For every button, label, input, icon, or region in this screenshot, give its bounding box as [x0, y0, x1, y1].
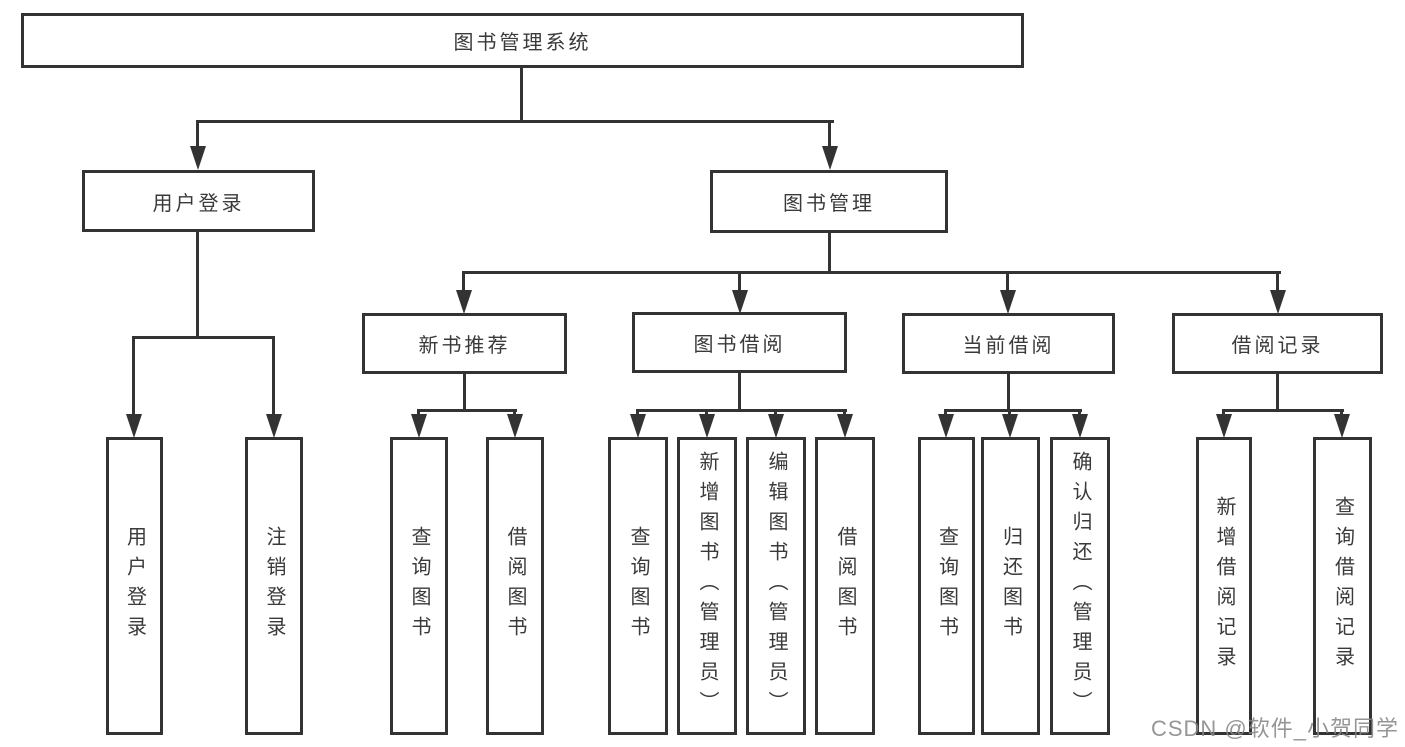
connector-line: [417, 409, 517, 412]
leaf-borrow-book: 借阅图书: [486, 437, 544, 735]
connector-line: [944, 409, 1082, 412]
group-borrow-records: 借阅记录: [1172, 313, 1383, 374]
leaf-label: 借阅图书: [834, 526, 856, 646]
leaf-label: 新增借阅记录: [1213, 496, 1235, 676]
leaf-label: 注销登录: [263, 526, 285, 646]
arrow-down-icon: [1216, 414, 1232, 438]
connector-line: [1276, 271, 1279, 291]
group-new-book-recommend-label: 新书推荐: [418, 335, 511, 357]
arrow-down-icon: [411, 414, 427, 438]
connector-line: [636, 409, 847, 412]
leaf-label: 编辑图书（管理员）: [765, 451, 787, 721]
node-root-label: 图书管理系统: [453, 32, 592, 54]
arrow-down-icon: [456, 290, 472, 314]
connector-line: [196, 120, 199, 150]
arrow-down-icon: [938, 414, 954, 438]
connector-line: [705, 409, 708, 417]
leaf-label: 确认归还（管理员）: [1069, 451, 1091, 721]
branch-user-login-label: 用户登录: [152, 192, 245, 215]
connector-line: [828, 120, 831, 150]
connector-line: [513, 409, 516, 417]
arrow-down-icon: [768, 414, 784, 438]
leaf-label: 查询图书: [408, 526, 430, 646]
branch-book-management-label: 图书管理: [783, 193, 875, 215]
connector-line: [1078, 409, 1081, 417]
arrow-down-icon: [1072, 414, 1088, 438]
connector-line: [1276, 374, 1279, 410]
arrow-down-icon: [732, 290, 748, 314]
leaf-logout: 注销登录: [245, 437, 303, 735]
arrow-down-icon: [126, 414, 142, 438]
connector-line: [197, 120, 834, 123]
connector-line: [1340, 409, 1343, 417]
arrow-down-icon: [1334, 414, 1350, 438]
group-current-borrow: 当前借阅: [902, 313, 1115, 374]
arrow-down-icon: [266, 414, 282, 438]
leaf-query-book: 查询图书: [608, 437, 668, 735]
arrow-down-icon: [190, 146, 206, 170]
arrow-down-icon: [699, 414, 715, 438]
leaf-add-borrow-record: 新增借阅记录: [1196, 437, 1252, 735]
connector-line: [1006, 271, 1009, 291]
connector-line: [738, 271, 741, 291]
leaf-query-book: 查询图书: [390, 437, 448, 735]
group-new-book-recommend: 新书推荐: [362, 313, 567, 374]
connector-line: [1222, 409, 1344, 412]
leaf-user-login: 用户登录: [106, 437, 163, 735]
connector-line: [843, 409, 846, 417]
leaf-label: 查询图书: [935, 526, 958, 646]
arrow-down-icon: [1270, 290, 1286, 314]
leaf-query-borrow-record: 查询借阅记录: [1313, 437, 1372, 735]
group-current-borrow-label: 当前借阅: [962, 335, 1055, 357]
connector-line: [417, 409, 420, 417]
connector-line: [196, 232, 199, 336]
node-root: 图书管理系统: [21, 13, 1024, 68]
connector-line: [738, 373, 741, 410]
arrow-down-icon: [822, 146, 838, 170]
connector-line: [828, 233, 831, 271]
connector-line: [463, 271, 1281, 274]
group-book-borrow: 图书借阅: [632, 312, 847, 373]
leaf-edit-book-admin: 编辑图书（管理员）: [746, 437, 806, 735]
connector-line: [133, 336, 275, 339]
csdn-watermark: CSDN @软件_小贺同学: [1150, 716, 1399, 741]
leaf-label: 查询图书: [627, 526, 649, 646]
leaf-add-book-admin: 新增图书（管理员）: [677, 437, 737, 735]
connector-line: [272, 336, 275, 416]
connector-line: [774, 409, 777, 417]
leaf-label: 查询借阅记录: [1331, 496, 1354, 676]
connector-line: [462, 271, 465, 291]
group-book-borrow-label: 图书借阅: [693, 334, 786, 356]
leaf-confirm-return-admin: 确认归还（管理员）: [1050, 437, 1110, 735]
group-borrow-records-label: 借阅记录: [1231, 335, 1324, 357]
connector-line: [1222, 409, 1225, 417]
connector-line: [944, 409, 947, 417]
leaf-return-book: 归还图书: [981, 437, 1040, 735]
arrow-down-icon: [1000, 290, 1016, 314]
branch-book-management: 图书管理: [710, 170, 948, 233]
connector-line: [132, 336, 135, 416]
branch-user-login: 用户登录: [82, 170, 315, 232]
leaf-borrow-book: 借阅图书: [815, 437, 875, 735]
connector-line: [1008, 409, 1011, 417]
leaf-label: 归还图书: [999, 526, 1022, 646]
arrow-down-icon: [507, 414, 523, 438]
connector-line: [1007, 374, 1010, 410]
connector-line: [463, 374, 466, 410]
connector-line: [520, 68, 523, 120]
leaf-label: 用户登录: [123, 526, 146, 646]
arrow-down-icon: [1002, 414, 1018, 438]
leaf-label: 借阅图书: [504, 526, 526, 646]
leaf-query-book: 查询图书: [918, 437, 975, 735]
arrow-down-icon: [837, 414, 853, 438]
connector-line: [636, 409, 639, 417]
arrow-down-icon: [630, 414, 646, 438]
leaf-label: 新增图书（管理员）: [696, 451, 718, 721]
